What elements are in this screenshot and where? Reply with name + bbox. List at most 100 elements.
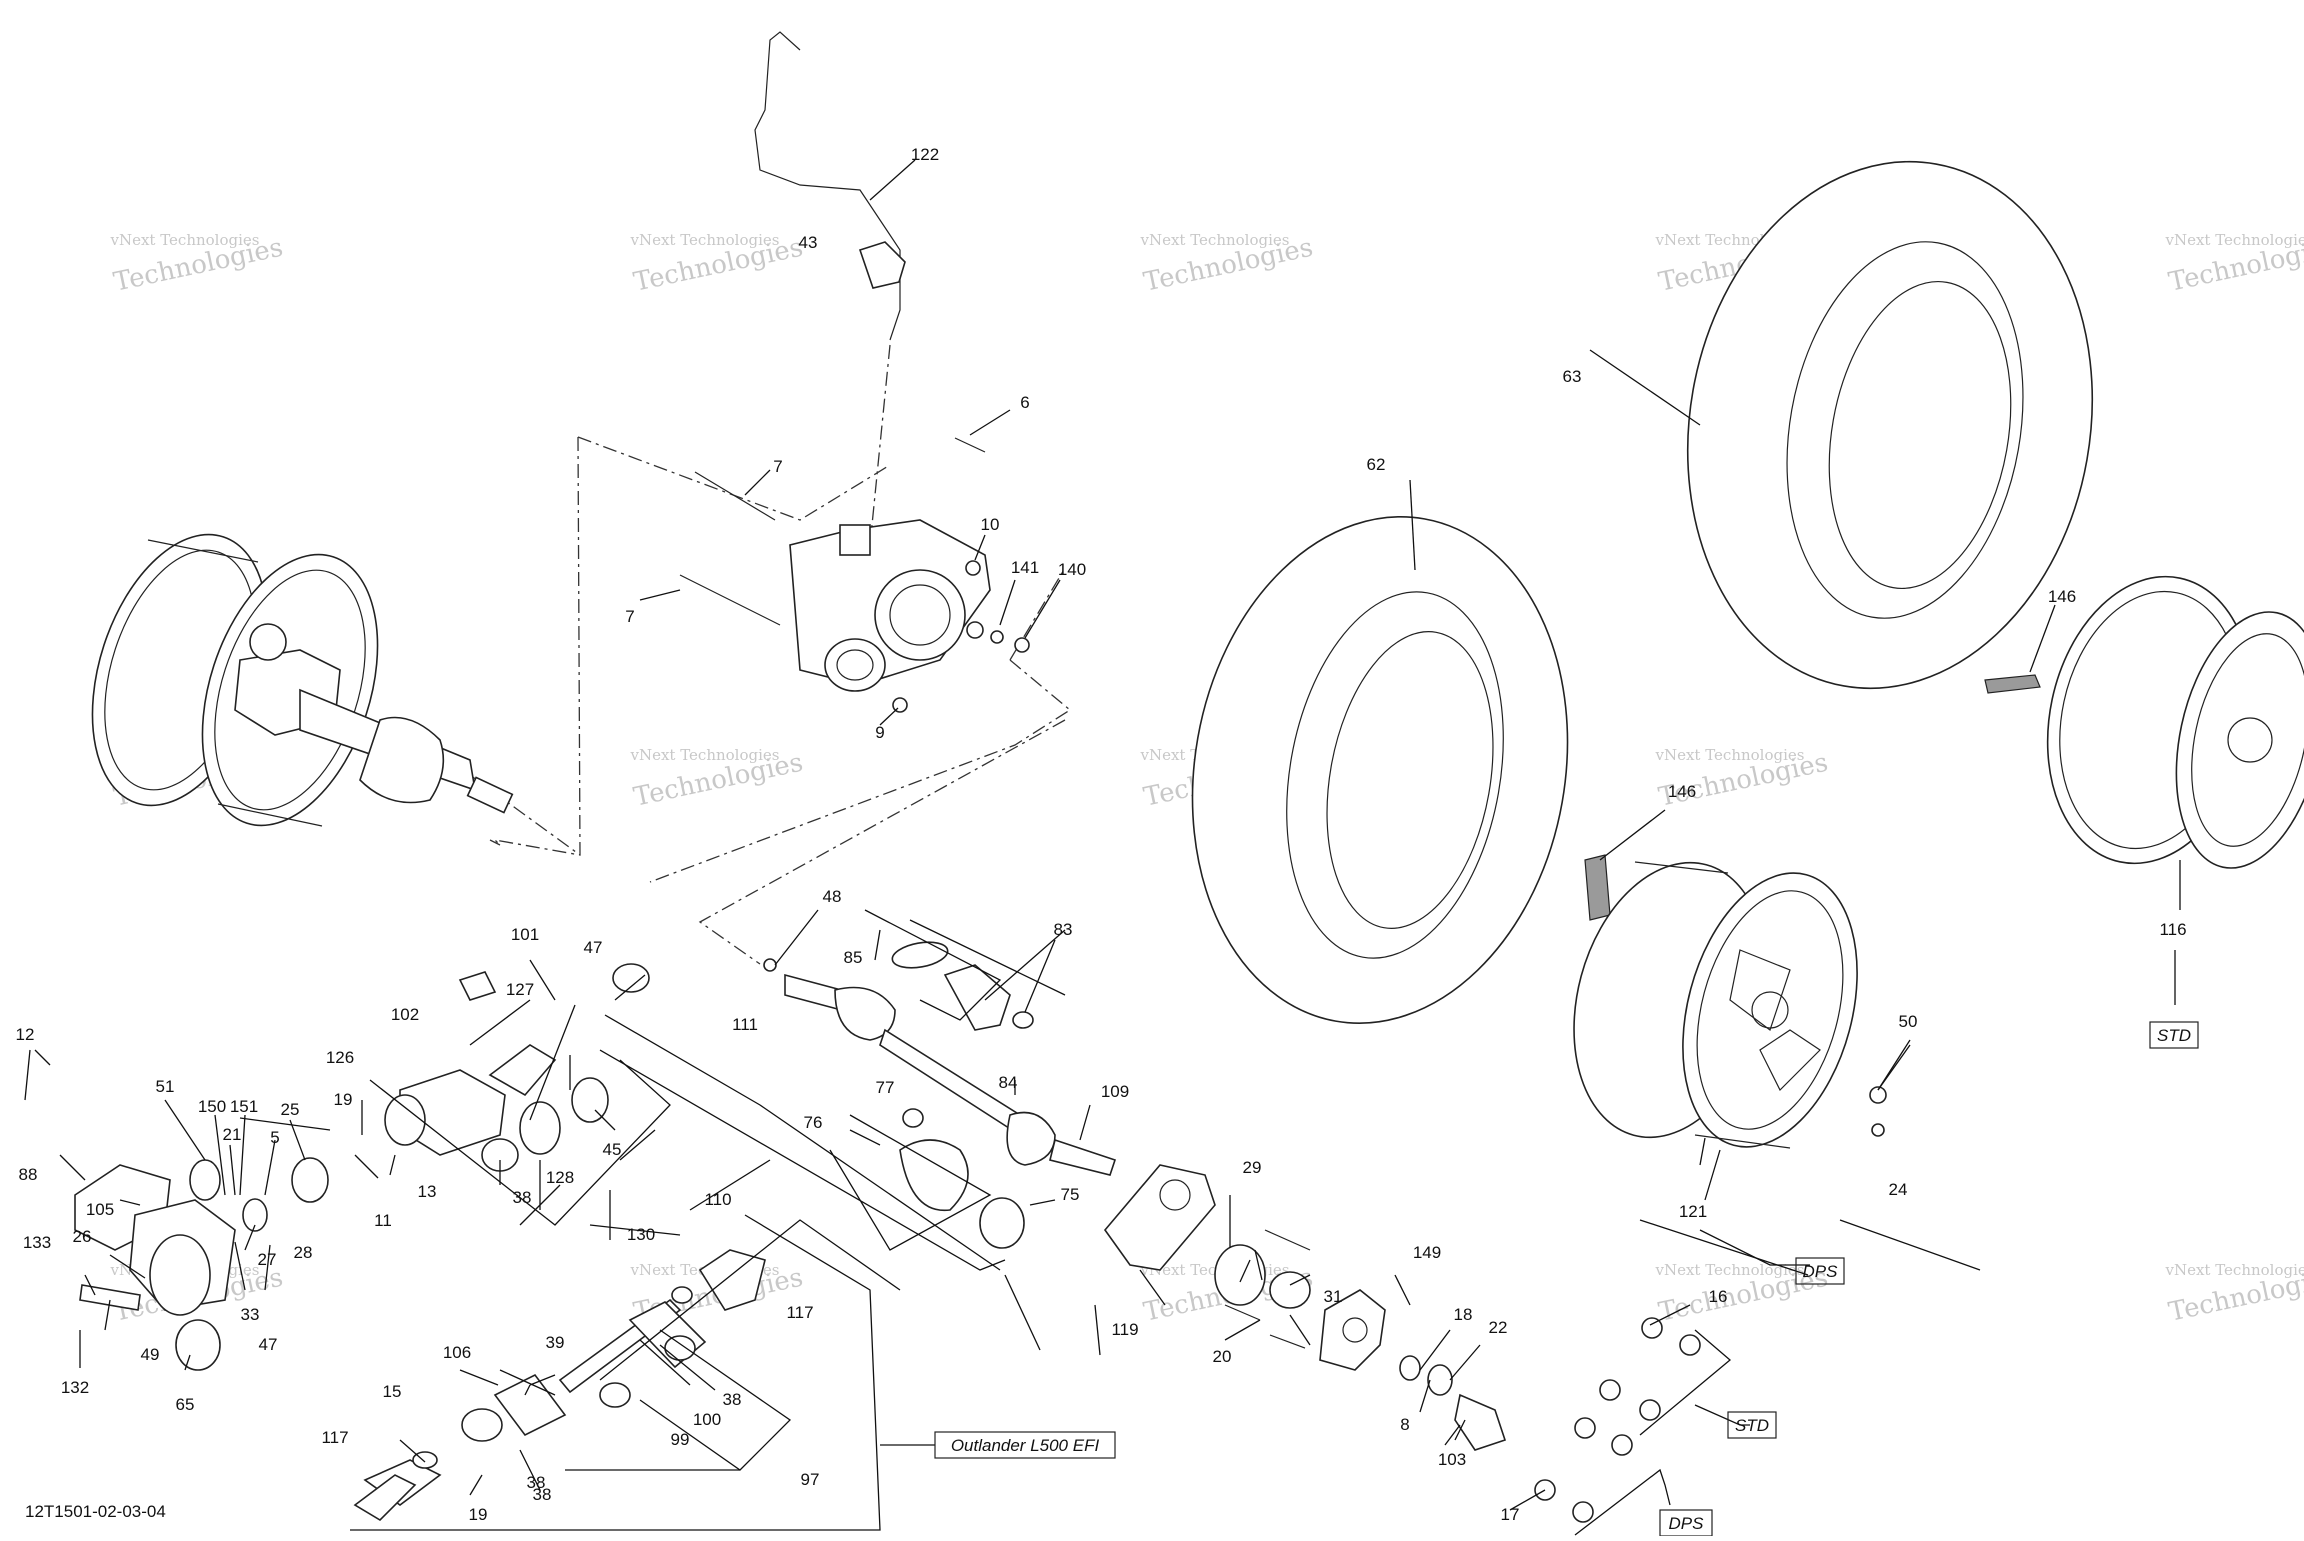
part-label-122-0: 122 — [911, 145, 939, 164]
brake-line-122 — [754, 31, 906, 341]
part-label-140-7: 140 — [1058, 560, 1086, 579]
part-label-150-30: 150 — [198, 1097, 226, 1116]
part-label-45-39: 45 — [603, 1140, 622, 1159]
std-label-right: STD — [2157, 1026, 2191, 1045]
part-label-31-51: 31 — [1324, 1287, 1343, 1306]
part-label-126-24: 126 — [326, 1048, 354, 1067]
left-hub-group — [74, 963, 650, 1371]
part-label-132-64: 132 — [61, 1378, 89, 1397]
part-label-100-70: 100 — [693, 1410, 721, 1429]
watermark-line1-4: vNext Technologies — [2164, 231, 2304, 249]
part-label-19-27: 19 — [334, 1090, 353, 1109]
callout-box-dps-right: DPS — [1795, 1257, 1845, 1285]
part-label-38-41: 38 — [513, 1188, 532, 1207]
part-label-109-23: 109 — [1101, 1082, 1129, 1101]
left-wheel-assembly — [91, 533, 514, 827]
part-label-88-35: 88 — [19, 1165, 38, 1184]
watermark-line1-8: vNext Technologies — [1654, 746, 1804, 764]
part-label-51-29: 51 — [156, 1077, 175, 1096]
tire-62 — [1191, 516, 1569, 1024]
part-label-103-56: 103 — [1438, 1450, 1466, 1469]
part-label-117-75: 117 — [321, 1428, 348, 1447]
part-label-24-48: 24 — [1889, 1180, 1908, 1199]
part-label-10-5: 10 — [981, 515, 1000, 534]
part-label-38-72: 38 — [527, 1473, 546, 1492]
part-label-19-77: 19 — [469, 1505, 488, 1524]
part-label-17-79: 17 — [1501, 1505, 1520, 1524]
part-label-29-46: 29 — [1243, 1158, 1262, 1177]
watermark-line1-12: vNext Technologies — [1654, 1261, 1804, 1279]
part-label-63-10: 63 — [1563, 367, 1582, 386]
part-label-26-58: 26 — [73, 1227, 92, 1246]
shaft-group-97 — [353, 1249, 766, 1522]
callout-brackets — [350, 909, 1810, 1536]
watermark-line1-2: vNext Technologies — [1139, 231, 1289, 249]
part-label-84-22: 84 — [999, 1073, 1018, 1092]
part-label-146-11: 146 — [2048, 587, 2076, 606]
watermark-line1-6: vNext Technologies — [629, 746, 779, 764]
part-label-105-36: 105 — [86, 1200, 114, 1219]
part-label-43-1: 43 — [799, 233, 818, 252]
part-label-141-6: 141 — [1011, 558, 1039, 577]
part-label-5-33: 5 — [270, 1128, 279, 1147]
differential-housing — [679, 437, 1030, 713]
part-label-102-20: 102 — [391, 1005, 419, 1024]
leader-lines — [24, 159, 2181, 1511]
callout-box-std-bottom: STD — [1727, 1411, 1777, 1439]
part-label-9-8: 9 — [875, 723, 884, 742]
wheel-121 — [1573, 861, 1858, 1149]
part-label-39-68: 39 — [546, 1333, 565, 1352]
part-label-7-3: 7 — [773, 457, 782, 476]
part-label-116-13: 116 — [2159, 920, 2186, 939]
part-label-75-44: 75 — [1061, 1185, 1080, 1204]
callout-box-dps-bottom: DPS — [1659, 1509, 1713, 1537]
part-label-146-12: 146 — [1668, 782, 1696, 801]
part-label-7-4: 7 — [625, 607, 634, 626]
part-label-47-62: 47 — [259, 1335, 278, 1354]
part-label-50-47: 50 — [1899, 1012, 1918, 1031]
part-label-16-78: 16 — [1709, 1287, 1728, 1306]
part-label-128-40: 128 — [546, 1168, 574, 1187]
part-label-6-2: 6 — [1020, 393, 1029, 412]
std-label-bottom: STD — [1735, 1416, 1769, 1435]
part-label-117-66: 117 — [786, 1303, 813, 1322]
part-label-38-76: 38 — [533, 1485, 552, 1504]
part-label-99-71: 99 — [671, 1430, 690, 1449]
part-label-18-53: 18 — [1454, 1305, 1473, 1324]
watermark-line1-1: vNext Technologies — [629, 231, 779, 249]
part-label-11-38: 11 — [374, 1211, 392, 1230]
part-label-13-37: 13 — [418, 1182, 437, 1201]
part-label-106-67: 106 — [443, 1343, 471, 1362]
part-label-8-55: 8 — [1400, 1415, 1409, 1434]
part-label-12-28: 12 — [16, 1025, 35, 1044]
part-label-133-57: 133 — [23, 1233, 51, 1252]
model-label: Outlander L500 EFI — [951, 1436, 1100, 1455]
part-label-47-16: 47 — [584, 938, 603, 957]
part-label-62-9: 62 — [1367, 455, 1386, 474]
part-label-33-61: 33 — [241, 1305, 260, 1324]
part-label-121-49: 121 — [1679, 1202, 1707, 1221]
part-label-151-31: 151 — [230, 1097, 258, 1116]
part-label-111-21: 111 — [732, 1015, 758, 1034]
part-label-38-69: 38 — [723, 1390, 742, 1409]
dps-label-right: DPS — [1803, 1262, 1839, 1281]
part-label-83-17: 83 — [1054, 920, 1073, 939]
watermark-line1-0: vNext Technologies — [109, 231, 259, 249]
part-label-110-43: 110 — [704, 1190, 731, 1209]
drawing-number: 12T1501-02-03-04 — [25, 1502, 166, 1521]
lug-nuts — [1534, 1086, 1887, 1523]
part-label-48-14: 48 — [823, 887, 842, 906]
part-label-130-42: 130 — [627, 1225, 655, 1244]
knuckle-hub — [1103, 1164, 1507, 1451]
callout-box-std-right: STD — [2149, 1021, 2199, 1049]
part-label-85-18: 85 — [844, 948, 863, 967]
part-label-28-60: 28 — [294, 1243, 313, 1262]
dps-label-bottom: DPS — [1669, 1514, 1705, 1533]
part-label-22-54: 22 — [1489, 1318, 1508, 1337]
part-label-49-63: 49 — [141, 1345, 160, 1364]
dashed-assembly-lines — [469, 344, 1072, 965]
part-label-20-52: 20 — [1213, 1347, 1232, 1366]
